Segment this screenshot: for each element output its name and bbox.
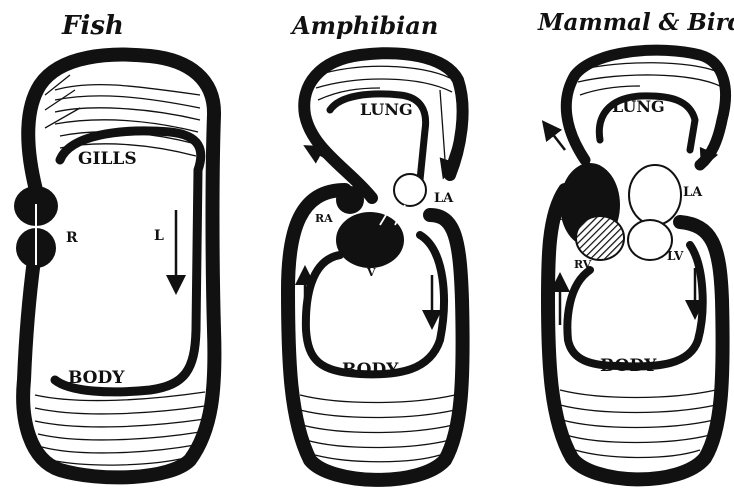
mammal-left-atrium: [629, 165, 681, 225]
fish-title: Fish: [61, 11, 124, 41]
mammal-title: Mammal & Bird: [537, 9, 734, 36]
mammal-right-ventricle: [576, 216, 624, 260]
fish-label-heart: R: [66, 230, 78, 246]
amphibian-label-ra: RA: [315, 212, 333, 225]
mammal-label-la: LA: [683, 185, 703, 200]
mammal-label-body: BODY: [600, 356, 657, 376]
fish-inner-vessel: [55, 131, 201, 392]
fish-panel: Fish GILLS R L: [14, 11, 214, 477]
amphibian-label-body: BODY: [342, 360, 399, 380]
mammal-label-ra: RA: [553, 210, 571, 223]
fish-label-body: BODY: [68, 368, 125, 388]
amphibian-label-la: LA: [434, 191, 454, 206]
mammal-panel: Mammal & Bird LUNG RA RV L: [537, 9, 734, 479]
fish-label-gills: GILLS: [78, 149, 137, 169]
amphibian-lung-vessel: [304, 53, 462, 198]
amphibian-panel: Amphibian LUNG RA LA: [288, 11, 463, 480]
mammal-left-ventricle: [628, 220, 672, 260]
mammal-label-lung: LUNG: [612, 97, 665, 116]
fish-label-flow: L: [154, 228, 164, 244]
amphibian-body-capillaries: [300, 395, 455, 462]
amphibian-label-v: V: [366, 266, 376, 279]
mammal-lung-capillaries: [578, 63, 720, 95]
amphibian-ventricle: [336, 212, 404, 268]
amphibian-right-atrium: [336, 186, 364, 214]
mammal-body-capillaries: [560, 390, 716, 458]
fish-body-capillaries: [35, 392, 205, 465]
mammal-label-lv: LV: [667, 249, 684, 263]
amphibian-title: Amphibian: [290, 11, 438, 40]
amphibian-left-atrium: [394, 174, 426, 206]
mammal-label-rv: RV: [574, 258, 592, 271]
mammal-lung-arrow: [548, 128, 565, 150]
amphibian-label-lung: LUNG: [360, 100, 413, 119]
